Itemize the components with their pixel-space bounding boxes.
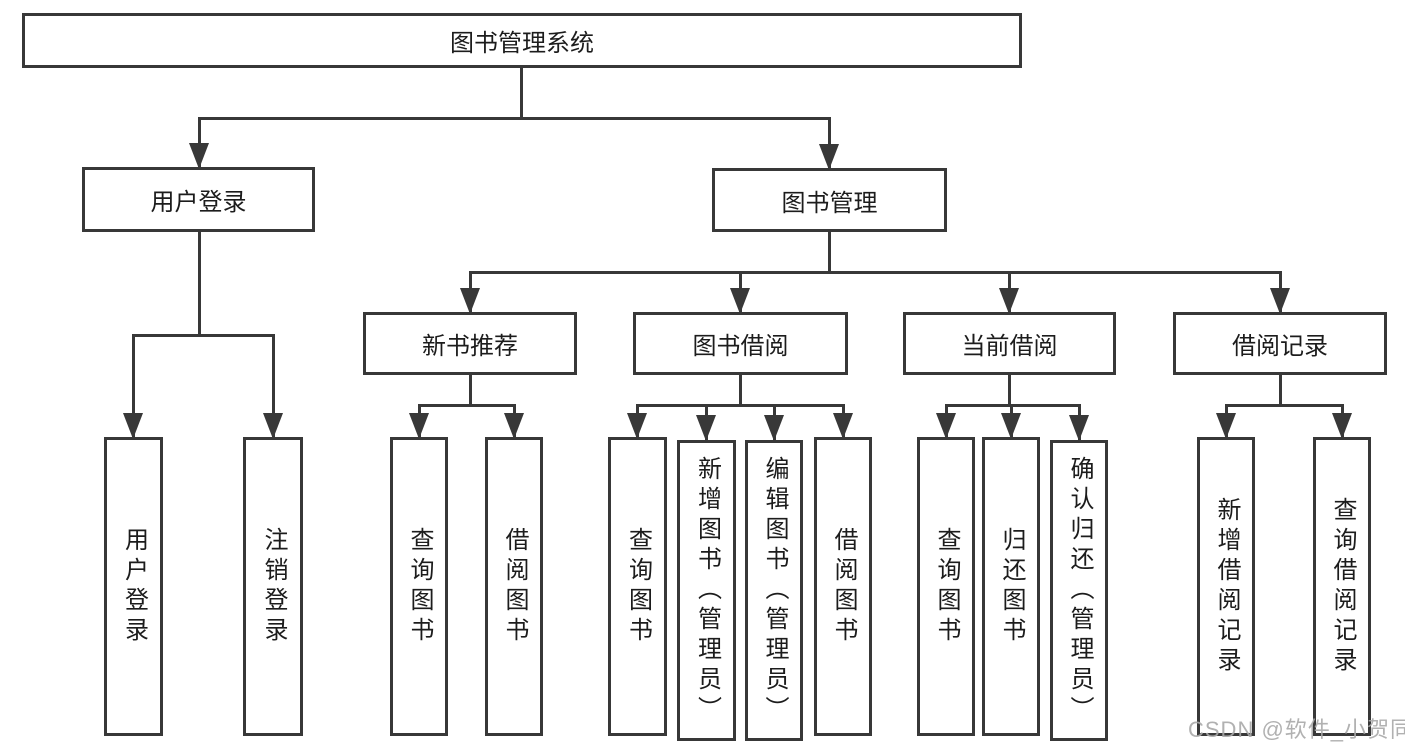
- arrow-down-icon: [833, 413, 853, 439]
- arrow-down-icon: [504, 413, 524, 439]
- arrow-down-icon: [696, 415, 716, 441]
- node-user-login: 用户登录: [82, 167, 315, 232]
- leaf-query-books-borrowing: 查询图书: [608, 437, 667, 736]
- connector-line: [1279, 374, 1282, 407]
- leaf-logout-label: 注销登录: [260, 526, 287, 647]
- arrow-down-icon: [409, 413, 429, 439]
- connector-line: [520, 67, 523, 120]
- connector-line: [198, 117, 830, 120]
- leaf-add-book-admin: 新增图书（管理员）: [677, 440, 736, 741]
- arrow-down-icon: [999, 288, 1019, 314]
- leaf-edit-book-admin: 编辑图书（管理员）: [745, 440, 803, 741]
- connector-line: [828, 231, 831, 274]
- leaf-query-books-current: 查询图书: [917, 437, 975, 736]
- connector-line: [132, 334, 135, 437]
- connector-line: [132, 334, 275, 337]
- leaf-add-borrow-record: 新增借阅记录: [1197, 437, 1255, 736]
- arrow-down-icon: [189, 143, 209, 169]
- node-new-book-recommendation-label: 新书推荐: [422, 333, 518, 360]
- arrow-down-icon: [730, 288, 750, 314]
- connector-line: [198, 231, 201, 336]
- connector-line: [636, 404, 845, 407]
- arrow-down-icon: [263, 413, 283, 439]
- leaf-edit-book-admin-label: 编辑图书（管理员）: [761, 455, 788, 726]
- leaf-return-books: 归还图书: [982, 437, 1040, 736]
- leaf-return-books-label: 归还图书: [998, 526, 1025, 647]
- node-borrowing-records-label: 借阅记录: [1232, 333, 1328, 360]
- node-root: 图书管理系统: [22, 13, 1022, 68]
- leaf-borrow-books-borrowing-label: 借阅图书: [830, 526, 857, 647]
- leaf-confirm-return-admin-label: 确认归还（管理员）: [1066, 455, 1093, 726]
- watermark: CSDN @软件_小贺同学: [1188, 717, 1405, 742]
- leaf-logout: 注销登录: [243, 437, 303, 736]
- arrow-down-icon: [1069, 415, 1089, 441]
- leaf-add-borrow-record-label: 新增借阅记录: [1213, 496, 1240, 677]
- node-current-borrowing-label: 当前借阅: [961, 333, 1058, 360]
- leaf-query-books-borrowing-label: 查询图书: [624, 526, 652, 647]
- connector-line: [739, 374, 742, 407]
- arrow-down-icon: [123, 413, 143, 439]
- connector-line: [469, 374, 472, 407]
- connector-line: [469, 271, 1281, 274]
- arrow-down-icon: [460, 288, 480, 314]
- node-current-borrowing: 当前借阅: [903, 312, 1116, 375]
- arrow-down-icon: [627, 413, 647, 439]
- node-root-label: 图书管理系统: [450, 30, 594, 57]
- leaf-borrow-books-recommend: 借阅图书: [485, 437, 543, 736]
- leaf-query-books-recommend: 查询图书: [390, 437, 448, 736]
- leaf-user-login: 用户登录: [104, 437, 163, 736]
- connector-line: [418, 404, 516, 407]
- leaf-query-books-recommend-label: 查询图书: [406, 526, 433, 647]
- arrow-down-icon: [1001, 413, 1021, 439]
- leaf-borrow-books-borrowing: 借阅图书: [814, 437, 872, 736]
- arrow-down-icon: [1332, 413, 1352, 439]
- leaf-user-login-label: 用户登录: [120, 526, 148, 647]
- leaf-add-book-admin-label: 新增图书（管理员）: [693, 455, 721, 726]
- node-book-management: 图书管理: [712, 168, 947, 232]
- leaf-query-books-current-label: 查询图书: [933, 526, 960, 647]
- leaf-query-borrow-record: 查询借阅记录: [1313, 437, 1371, 736]
- leaf-confirm-return-admin: 确认归还（管理员）: [1050, 440, 1108, 741]
- node-new-book-recommendation: 新书推荐: [363, 312, 577, 375]
- arrow-down-icon: [936, 413, 956, 439]
- leaf-query-borrow-record-label: 查询借阅记录: [1329, 496, 1356, 677]
- connector-line: [272, 334, 275, 437]
- connector-line: [828, 117, 831, 170]
- arrow-down-icon: [819, 144, 839, 170]
- arrow-down-icon: [1270, 288, 1290, 314]
- connector-line: [1225, 404, 1343, 407]
- node-borrowing-records: 借阅记录: [1173, 312, 1387, 375]
- arrow-down-icon: [764, 415, 784, 441]
- node-book-borrowing: 图书借阅: [633, 312, 848, 375]
- leaf-borrow-books-recommend-label: 借阅图书: [501, 526, 528, 647]
- connector-line: [945, 404, 1081, 407]
- arrow-down-icon: [1216, 413, 1236, 439]
- node-book-management-label: 图书管理: [781, 189, 878, 217]
- node-book-borrowing-label: 图书借阅: [692, 333, 789, 360]
- connector-line: [1008, 374, 1011, 407]
- node-user-login-label: 用户登录: [150, 189, 247, 216]
